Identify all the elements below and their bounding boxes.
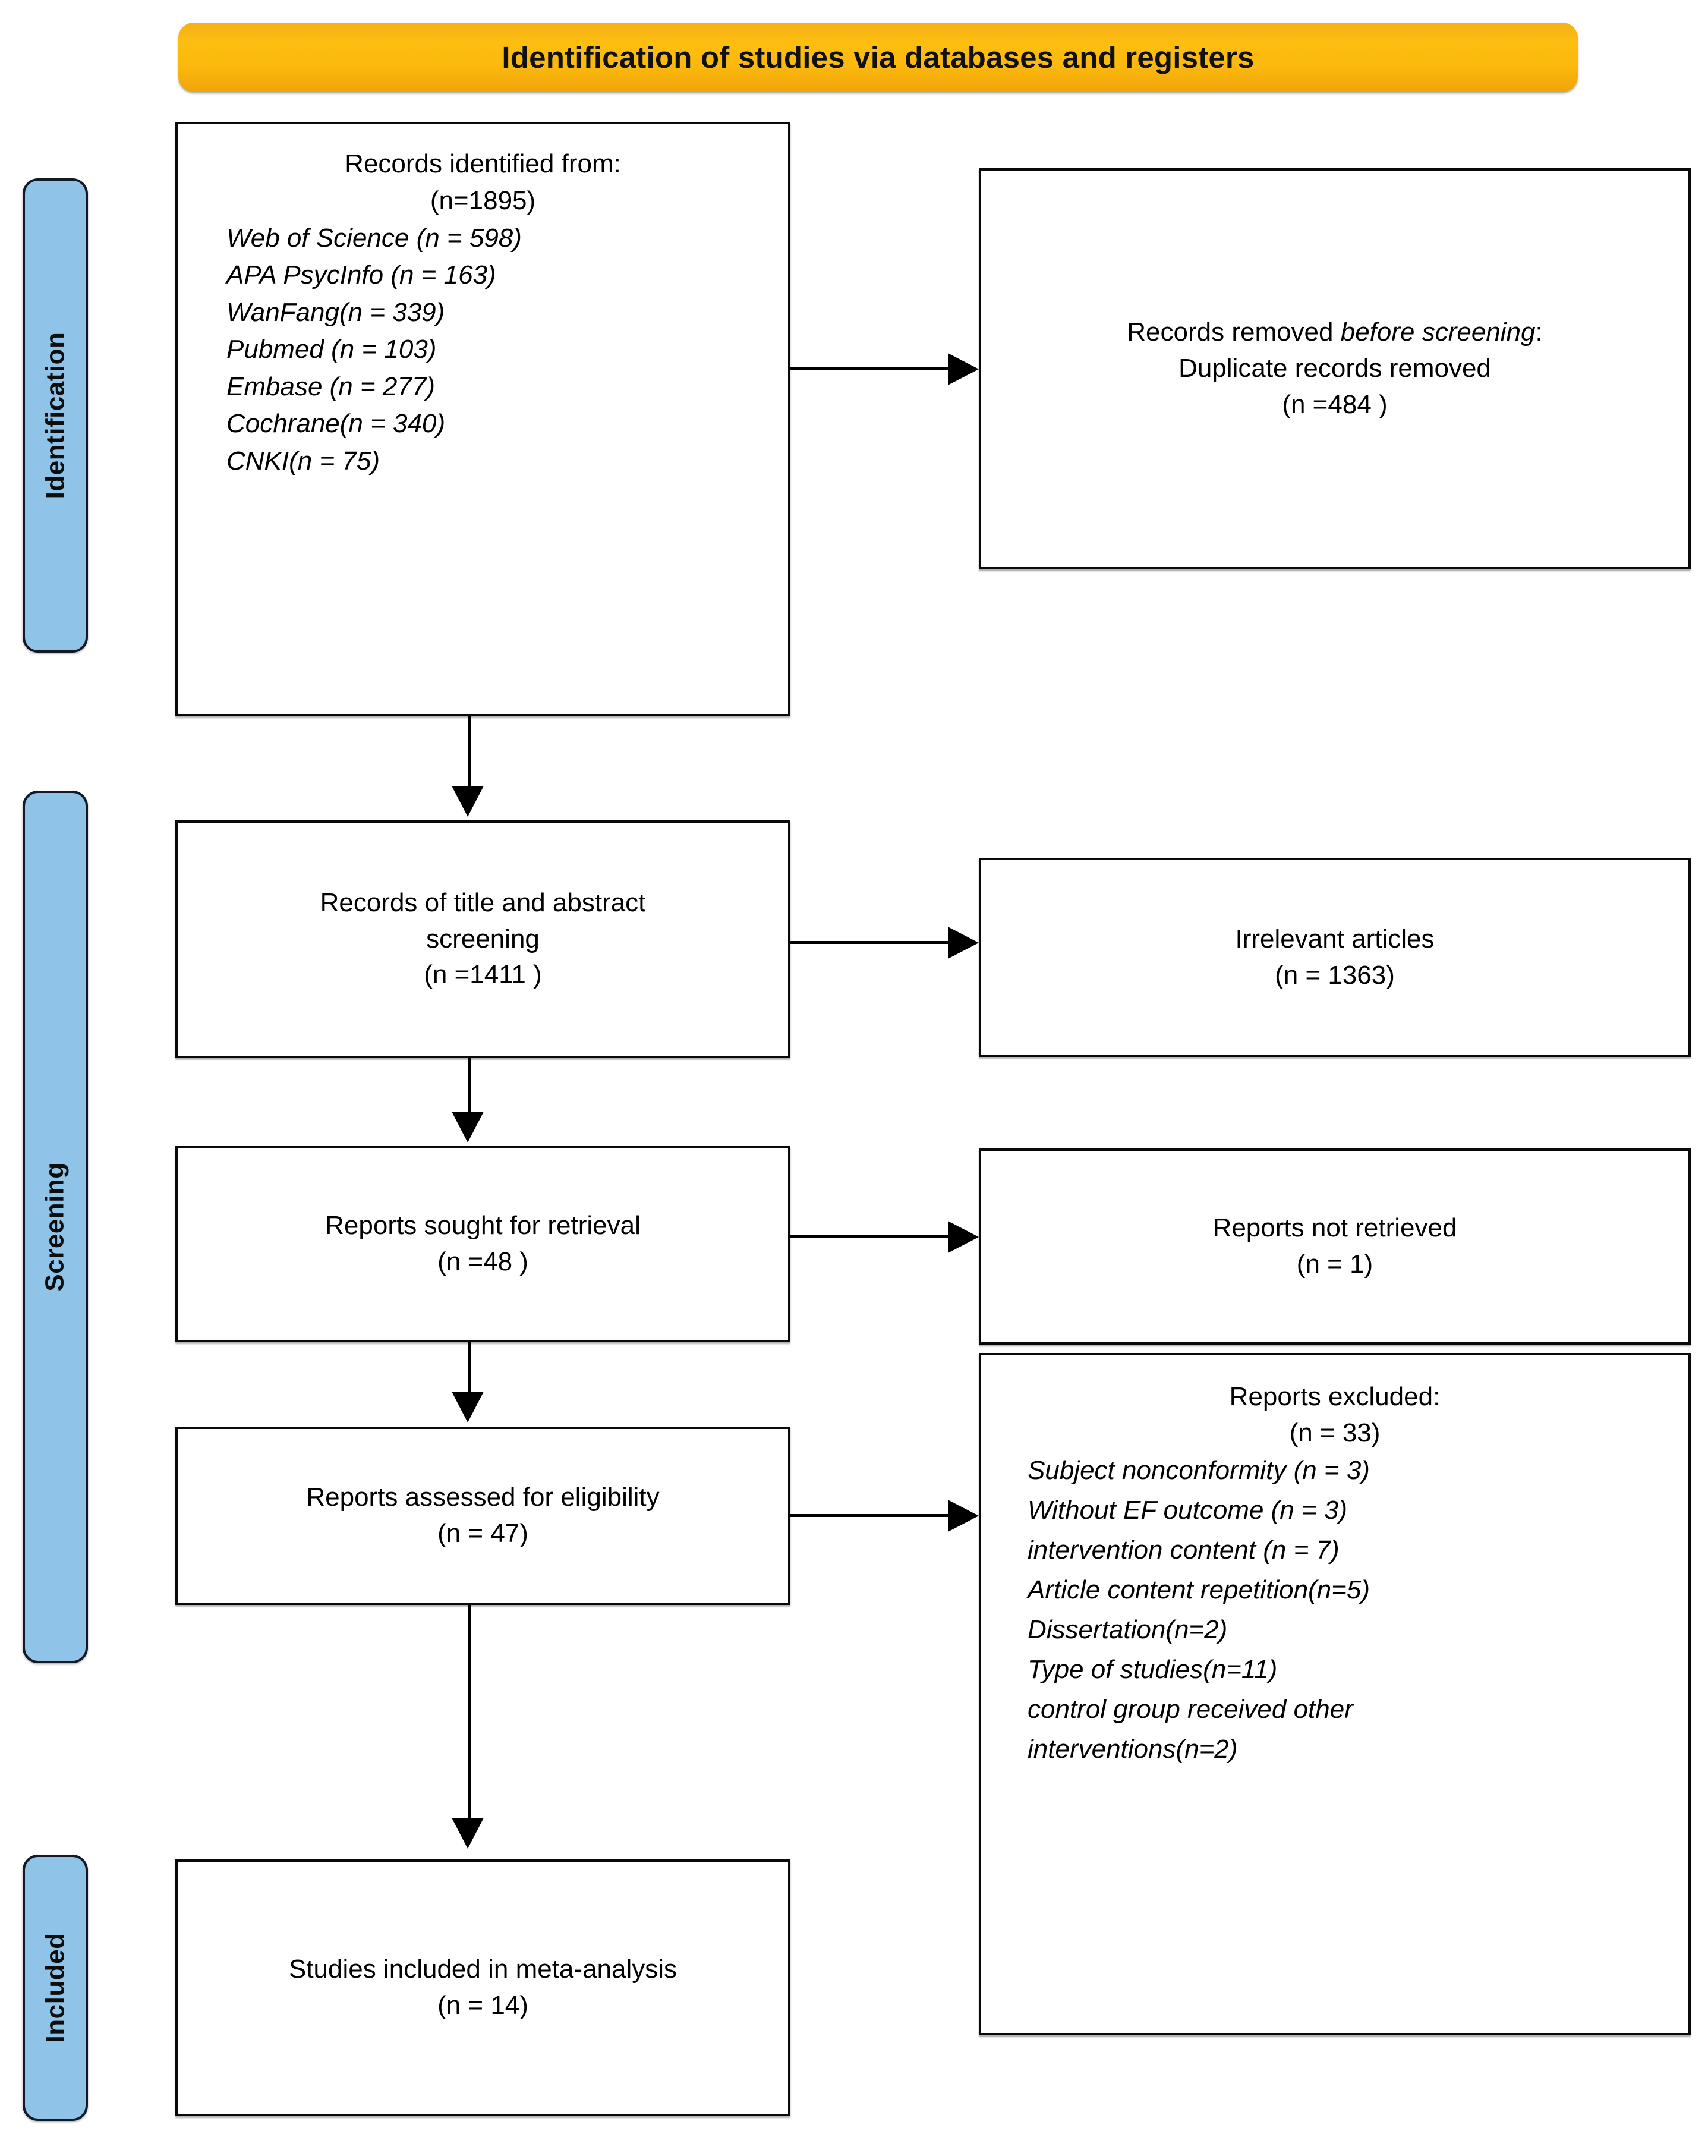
box-irrelevant-articles: Irrelevant articles (n = 1363) [979,858,1691,1057]
exclusion-reason-dissertation: Dissertation(n=2) [1028,1614,1228,1644]
irrelevant-articles-label: Irrelevant articles [1235,924,1435,953]
title-abstract-line1: Records of title and abstract [320,887,646,917]
source-cnki: CNKI(n = 75) [226,446,380,476]
studies-included-label: Studies included in meta-analysis [288,1954,677,1984]
exclusion-reason-control-group-line2: interventions(n=2) [1028,1734,1238,1764]
box-reports-excluded: Reports excluded: (n = 33) Subject nonco… [979,1353,1691,2035]
exclusion-reason-article-content-repetition: Article content repetition(n=5) [1028,1575,1370,1605]
source-apa-psycinfo: APA PsycInfo (n = 163) [226,260,496,290]
banner-title: Identification of studies via databases … [502,40,1255,74]
stage-tab-screening: Screening [23,791,88,1663]
reports-sought-count: (n =48 ) [437,1247,528,1276]
reports-eligibility-label: Reports assessed for eligibility [306,1483,660,1512]
box-title-abstract-screening: Records of title and abstract screening … [175,820,790,1058]
diagram-header-banner: Identification of studies via databases … [178,23,1578,92]
stage-tab-screening-label: Screening [40,1162,70,1292]
source-wanfang: WanFang(n = 339) [226,297,445,327]
duplicate-records-removed-label: Duplicate records removed [1178,354,1491,383]
stage-tab-identification-label: Identification [40,332,70,499]
source-pubmed: Pubmed (n = 103) [226,335,437,364]
box-records-identified: Records identified from: (n=1895) Web of… [175,122,790,716]
reports-not-retrieved-count: (n = 1) [1296,1249,1373,1279]
reports-sought-label: Reports sought for retrieval [325,1211,641,1241]
box-studies-included: Studies included in meta-analysis (n = 1… [175,1859,790,2116]
source-web-of-science: Web of Science (n = 598) [226,223,522,253]
box-reports-sought: Reports sought for retrieval (n =48 ) [175,1146,790,1342]
records-identified-total: (n=1895) [430,186,536,216]
records-identified-heading: Records identified from: [345,149,621,178]
source-embase: Embase (n = 277) [226,372,435,401]
exclusion-reason-without-ef-outcome: Without EF outcome (n = 3) [1028,1496,1348,1525]
reports-excluded-heading: Reports excluded: [1229,1382,1441,1411]
exclusion-reason-control-group-line1: control group received other [1028,1694,1353,1724]
box-records-removed: Records removed before screening: Duplic… [979,168,1691,569]
box-reports-not-retrieved: Reports not retrieved (n = 1) [979,1148,1691,1345]
title-abstract-count: (n =1411 ) [424,960,542,990]
stage-tab-identification: Identification [23,178,88,653]
reports-eligibility-count: (n = 47) [437,1519,528,1548]
studies-included-count: (n = 14) [437,1991,528,2020]
source-cochrane: Cochrane(n = 340) [226,409,446,439]
stage-tab-included-label: Included [40,1932,70,2043]
exclusion-reason-intervention-content: intervention content (n = 7) [1028,1535,1340,1565]
title-abstract-line2: screening [426,924,540,953]
records-removed-heading: Records removed before screening: [1127,317,1543,347]
reports-not-retrieved-label: Reports not retrieved [1212,1213,1457,1243]
duplicate-records-removed-count: (n =484 ) [1282,389,1388,419]
irrelevant-articles-count: (n = 1363) [1275,960,1395,990]
reports-excluded-count: (n = 33) [1289,1418,1381,1447]
box-reports-eligibility: Reports assessed for eligibility (n = 47… [175,1427,790,1605]
exclusion-reason-type-of-studies: Type of studies(n=11) [1028,1654,1278,1684]
stage-tab-included: Included [23,1855,88,2121]
exclusion-reason-subject-nonconformity: Subject nonconformity (n = 3) [1028,1456,1370,1485]
